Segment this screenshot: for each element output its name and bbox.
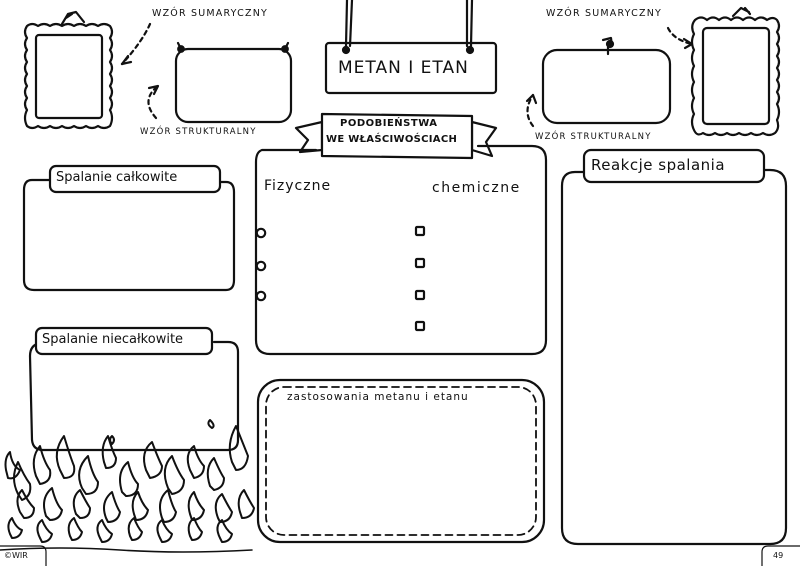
footer-left-corner (0, 545, 47, 566)
incomplete-combustion-label: Spalanie niecałkowite (42, 332, 184, 347)
page-title: METAN I ETAN (338, 58, 469, 78)
chemical-property-bullets (414, 225, 426, 332)
copyright-notice: ©WIR (4, 551, 28, 560)
summary-formula-label-left: wzór sumaryczny (152, 8, 269, 19)
applications-label: zastosowania metanu i etanu (287, 391, 469, 403)
arrowhead-icon (682, 37, 694, 50)
arrowhead-icon (525, 93, 538, 105)
left-summary-formula-frame (23, 10, 114, 130)
page-number: 49 (773, 551, 784, 560)
applications-board (256, 378, 546, 544)
combustion-reactions-board (560, 148, 788, 546)
chemical-properties-heading: chemiczne (432, 180, 521, 196)
complete-combustion-board (22, 164, 236, 292)
arrow-to-left-board (147, 84, 160, 120)
physical-property-bullets (255, 227, 267, 302)
incomplete-combustion-board (28, 326, 240, 452)
structural-formula-label-right: wzór strukturalny (535, 132, 652, 142)
similarities-banner-line1: Podobieństwa (340, 118, 438, 129)
similarities-banner-line2: we właściwościach (326, 134, 458, 145)
combustion-reactions-label: Reakcje spalania (591, 156, 726, 174)
structural-formula-label-left: wzór strukturalny (140, 127, 257, 137)
footer-right-corner (761, 545, 800, 566)
similarities-board (254, 144, 548, 356)
summary-formula-label-right: wzór sumaryczny (546, 8, 663, 19)
right-summary-formula-frame (690, 6, 781, 137)
right-structural-formula-board (541, 36, 672, 125)
title-sign (324, 0, 498, 95)
arrowhead-icon (147, 84, 160, 96)
arrow-to-right-board (526, 93, 535, 128)
arrowhead-icon (120, 54, 133, 66)
similarities-banner (294, 112, 498, 160)
left-structural-formula-board (174, 41, 293, 124)
complete-combustion-label: Spalanie całkowite (56, 170, 178, 185)
flames-decoration (0, 419, 255, 553)
physical-properties-heading: Fizyczne (264, 178, 332, 194)
